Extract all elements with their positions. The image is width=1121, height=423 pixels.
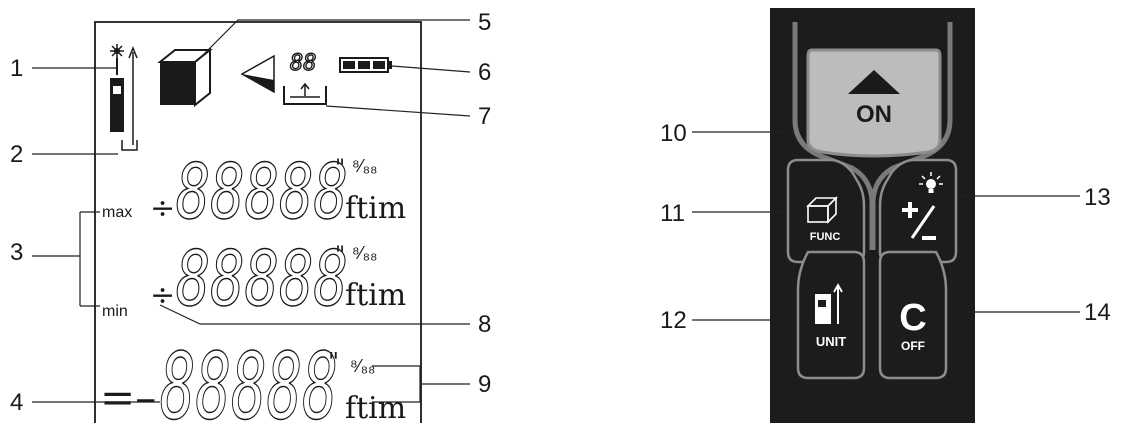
fraction-mid: ⁸⁄₈₈ bbox=[352, 243, 378, 263]
callout-5: 5 bbox=[478, 9, 491, 36]
reference-bar-icon bbox=[110, 45, 138, 151]
digits-top: 88888 bbox=[176, 147, 348, 236]
plus-minus-sign-top: ÷ bbox=[150, 191, 175, 226]
unit-bottom: ftim bbox=[345, 391, 406, 423]
digits-bottom: 88888 bbox=[160, 333, 338, 423]
callout-2: 2 bbox=[10, 141, 23, 168]
lcd-display: 88 max ÷ 88888 " ⁸⁄₈₈ ftim min ÷ 88888 "… bbox=[94, 21, 422, 423]
lcd-frame bbox=[94, 21, 422, 423]
callout-8: 8 bbox=[478, 311, 491, 338]
callout-9: 9 bbox=[478, 371, 491, 398]
up-arrow-icon bbox=[848, 70, 900, 94]
callout-6: 6 bbox=[478, 59, 491, 86]
feet-mark-bottom: " bbox=[328, 348, 339, 376]
plus-minus-icon bbox=[902, 202, 936, 240]
feet-mark-mid: " bbox=[335, 243, 345, 268]
small-digits: 88 bbox=[290, 51, 317, 76]
plus-minus-sign-mid: ÷ bbox=[150, 278, 175, 313]
fraction-top: ⁸⁄₈₈ bbox=[352, 156, 378, 176]
callout-11: 11 bbox=[660, 200, 685, 227]
feet-mark-top: " bbox=[335, 156, 345, 181]
bulb-icon bbox=[919, 172, 943, 193]
unit-label: UNIT bbox=[816, 334, 846, 349]
callout-12: 12 bbox=[660, 307, 687, 334]
unit-top: ftim bbox=[345, 191, 406, 226]
clear-off-button[interactable]: C OFF bbox=[878, 250, 948, 380]
equals-minus-sign: =– bbox=[100, 373, 156, 422]
on-label: ON bbox=[856, 101, 892, 128]
func-button[interactable]: FUNC bbox=[786, 158, 866, 264]
max-label: max bbox=[102, 204, 132, 221]
callout-14: 14 bbox=[1084, 299, 1111, 326]
keypad: ON FUNC +/- bbox=[0, 0, 975, 423]
cube-icon bbox=[157, 47, 213, 108]
unit-button[interactable]: UNIT bbox=[796, 250, 866, 380]
cube-outline-icon bbox=[806, 196, 838, 224]
reference-unit-icon bbox=[815, 283, 843, 324]
battery-icon bbox=[339, 57, 392, 73]
callout-13: 13 bbox=[1084, 184, 1111, 211]
keypad-callouts: 10 11 12 13 14 bbox=[660, 120, 1111, 334]
plus-minus-label: +/- bbox=[0, 0, 2, 1]
callout-10: 10 bbox=[660, 120, 687, 147]
callout-4: 4 bbox=[10, 389, 23, 416]
min-label: min bbox=[102, 303, 128, 320]
on-button[interactable]: ON bbox=[806, 48, 942, 158]
triangle-icon bbox=[240, 54, 275, 94]
off-label: OFF bbox=[901, 339, 925, 353]
callout-3: 3 bbox=[10, 239, 23, 266]
reference-tray-icon bbox=[283, 82, 327, 105]
c-label: C bbox=[899, 297, 926, 339]
digits-mid: 88888 bbox=[176, 234, 348, 323]
func-label: FUNC bbox=[810, 231, 841, 243]
lcd-callouts: 1 2 3 4 5 6 7 8 9 bbox=[10, 9, 491, 416]
callout-1: 1 bbox=[10, 55, 23, 82]
laser-icon bbox=[110, 44, 124, 75]
callout-7: 7 bbox=[478, 103, 491, 130]
unit-mid: ftim bbox=[345, 278, 406, 313]
fraction-bottom: ⁸⁄₈₈ bbox=[350, 356, 376, 376]
